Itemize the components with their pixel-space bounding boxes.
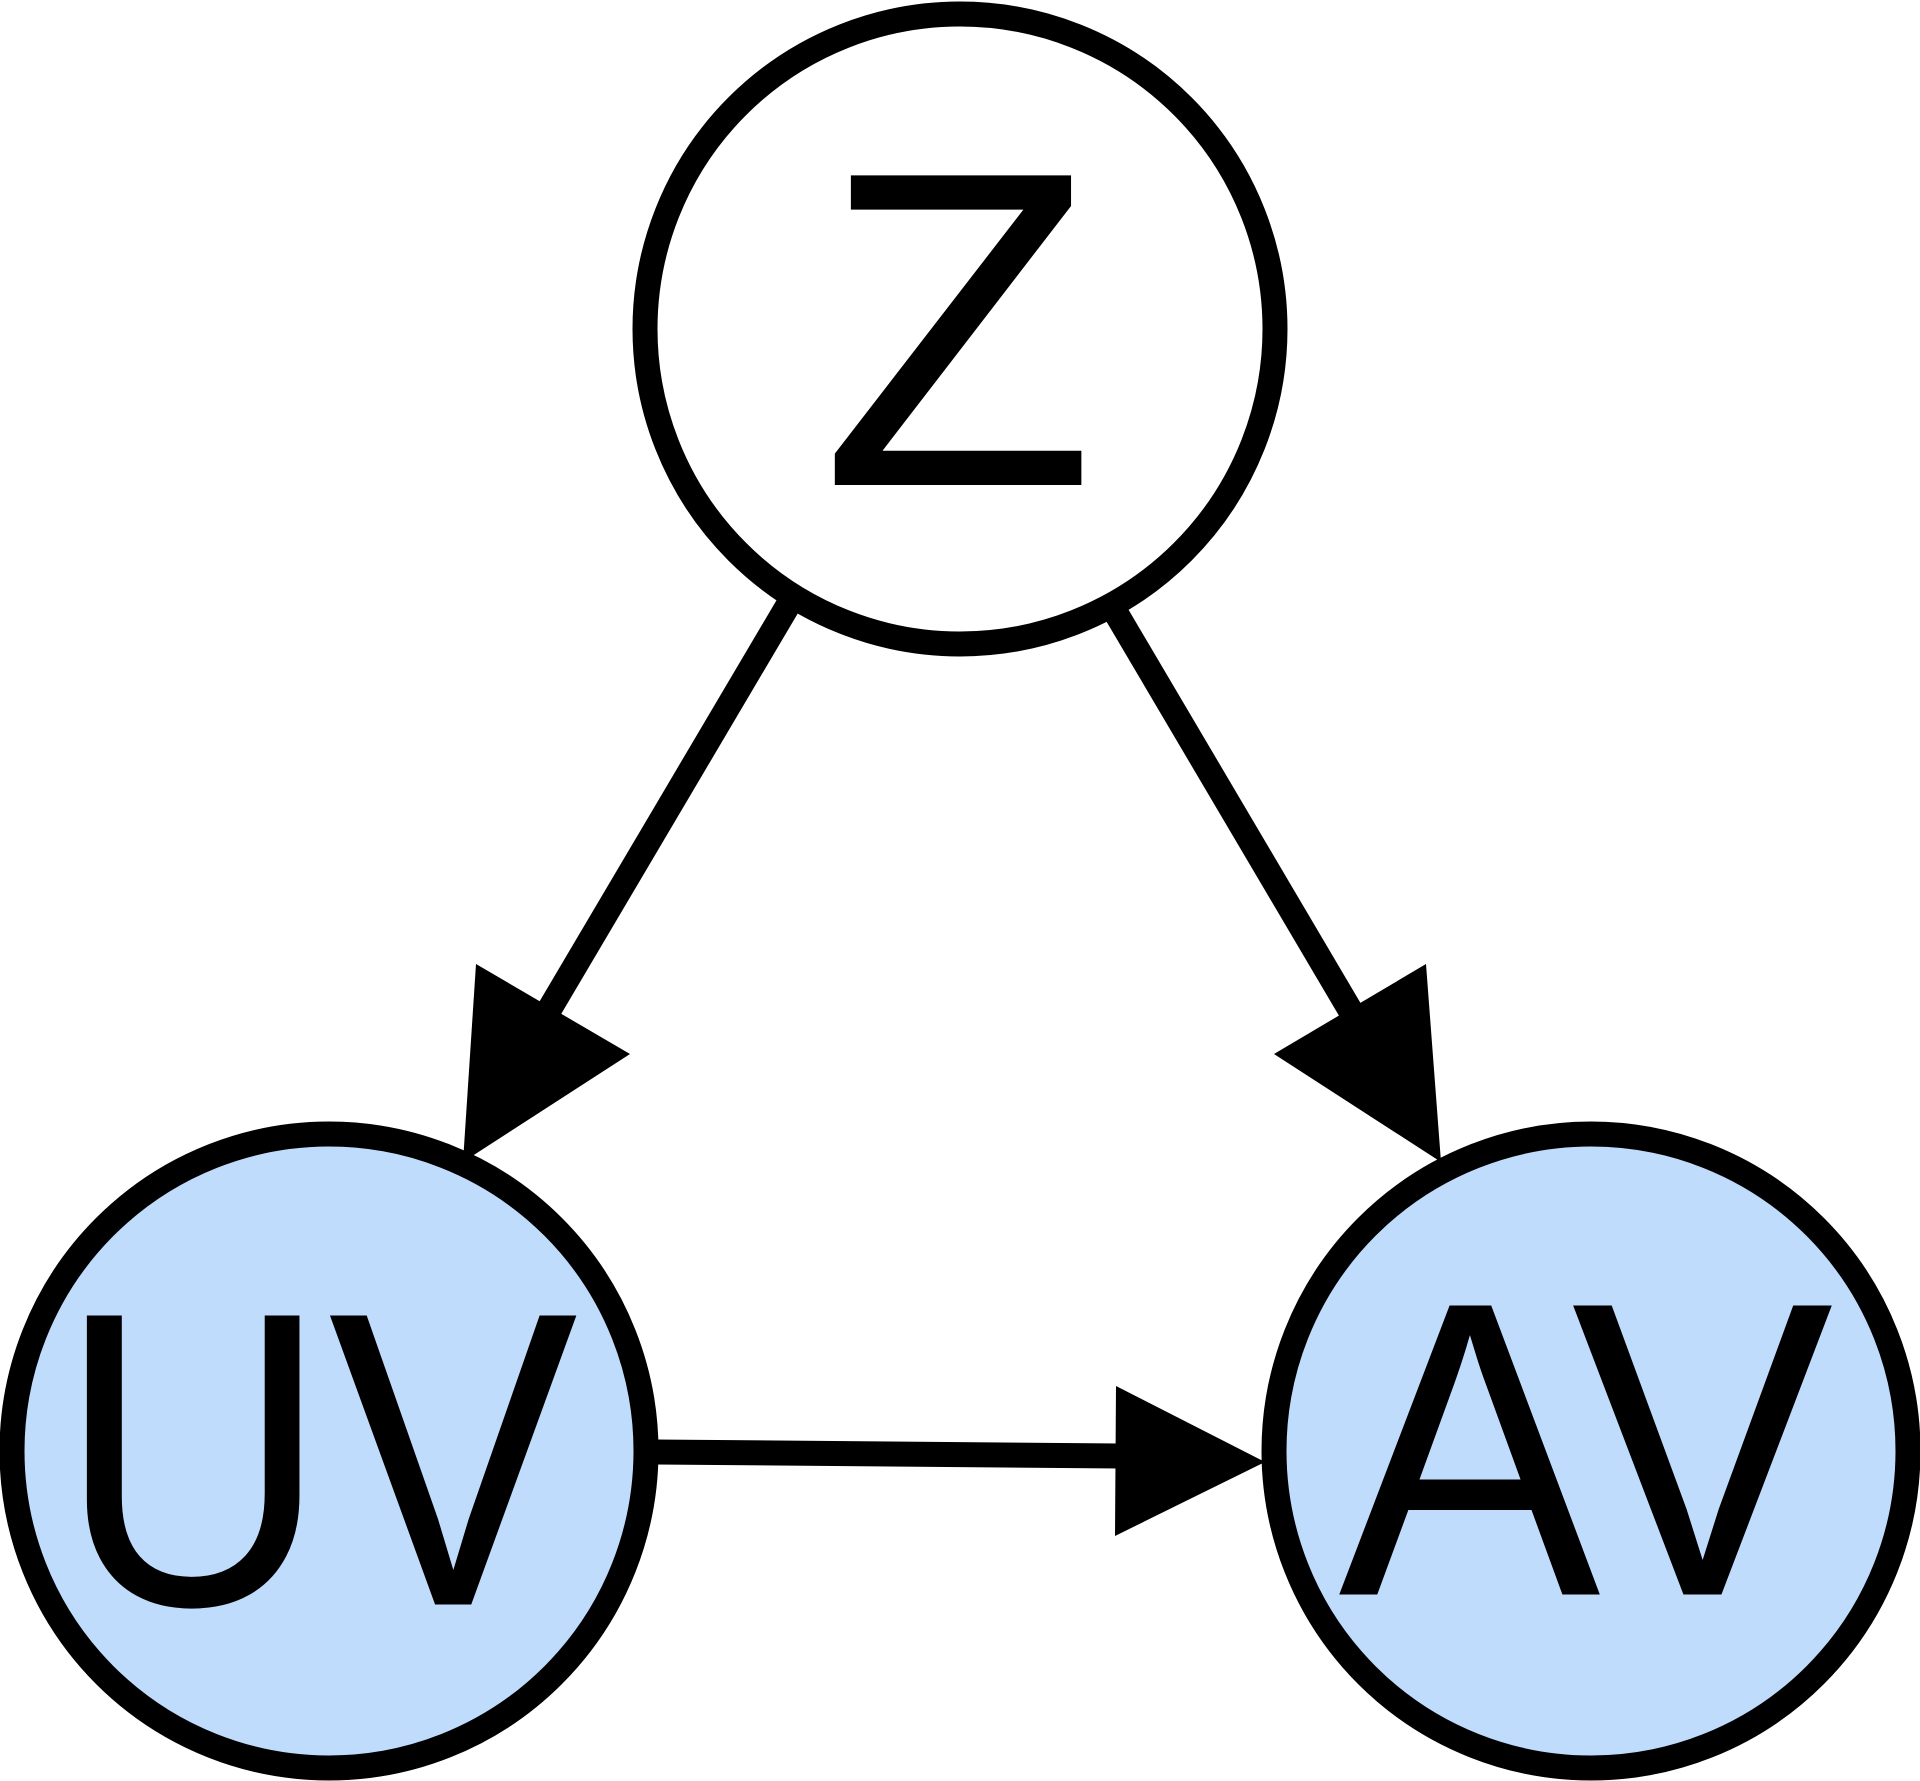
edge-uv-to-av	[654, 1386, 1265, 1536]
node-av-label: AV	[1339, 1216, 1836, 1685]
node-uv-circle	[0, 1121, 659, 1781]
edge-z-to-av-line	[1102, 601, 1380, 1049]
node-z-label: Z	[821, 79, 1096, 581]
edges	[463, 595, 1441, 1536]
node-z: Z	[632, 1, 1288, 657]
node-uv: UV	[0, 1121, 659, 1781]
node-av-circle	[1261, 1121, 1920, 1781]
edge-uv-to-av-arrowhead	[1115, 1386, 1265, 1536]
edge-z-to-uv	[463, 595, 801, 1162]
edge-z-to-av-arrowhead	[1274, 964, 1441, 1162]
edge-z-to-uv-arrowhead	[463, 964, 630, 1162]
edge-z-to-av	[1102, 601, 1441, 1162]
node-av: AV	[1261, 1121, 1920, 1781]
node-z-circle	[632, 1, 1288, 657]
edge-z-to-uv-line	[525, 595, 801, 1039]
edge-uv-to-av-line	[654, 1439, 1121, 1469]
node-uv-label: UV	[58, 1226, 580, 1695]
